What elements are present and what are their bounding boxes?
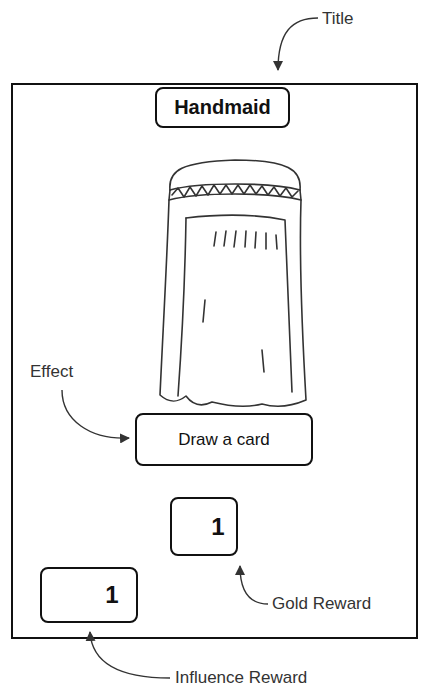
effect-box: Draw a card	[135, 413, 313, 466]
leader-arrow	[240, 566, 268, 604]
node-text: 1	[105, 581, 118, 609]
callout-label: Effect	[30, 362, 73, 382]
node-text: Draw a card	[178, 430, 270, 450]
callout-label: Title	[322, 9, 354, 29]
title-box: Handmaid	[155, 87, 290, 128]
card-frame	[12, 84, 417, 638]
influence-reward-box: 1	[40, 567, 138, 623]
node-text: 1	[211, 513, 224, 541]
callout-label: Influence Reward	[175, 668, 307, 686]
gold-reward-box: 1	[170, 497, 238, 556]
node-text: Handmaid	[174, 96, 271, 119]
leader-arrow	[62, 390, 129, 438]
leader-arrow	[278, 18, 318, 70]
bag-illustration	[160, 160, 306, 406]
leader-arrow	[90, 632, 170, 678]
callout-label: Gold Reward	[272, 594, 371, 614]
